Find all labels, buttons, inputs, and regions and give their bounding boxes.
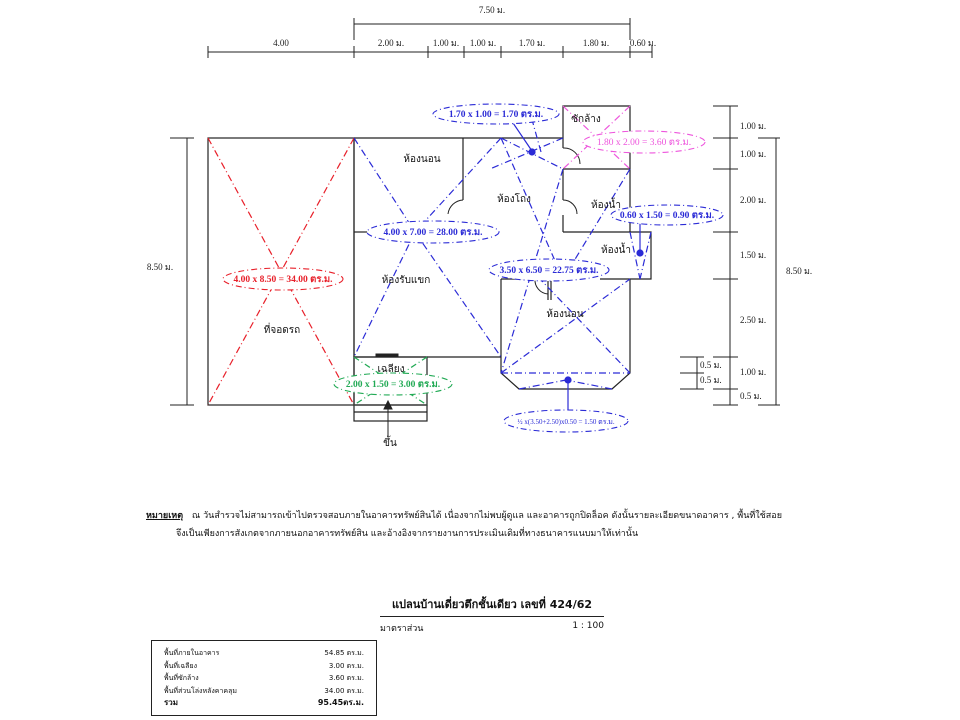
summary-row: พื้นที่ซักล้าง 3.60 ตร.ม. (164, 672, 364, 685)
area-ellipse-main (366, 220, 500, 244)
dim-top-seg: 4.00 (273, 38, 289, 48)
summary-value: 3.00 ตร.ม. (328, 661, 364, 670)
area-ellipse-carport (222, 267, 344, 291)
remarks-note: หมายเหตุ ณ วันสำรวจไม่สามารถเข้าไปตรวจสอ… (146, 507, 846, 543)
dim-right-overall: 8.50 ม. (786, 266, 812, 276)
room-bathroom-1: ห้องน้ำ (591, 197, 621, 211)
remarks-line-2: จึงเป็นเพียงการสังเกตจากภายนอกอาคารทรัพย… (176, 529, 639, 539)
dim-top-seg: 0.60 ม. (630, 38, 656, 48)
summary-value: 54.85 ตร.ม. (324, 649, 364, 657)
floor-plan: 7.50 ม. 4.00 2.00 ม. 1.00 ม. 1.00 ม. 1.7… (147, 5, 812, 449)
top-dimension-lines (207, 18, 653, 58)
summary-row: พื้นที่ภายในอาคาร 54.85 ตร.ม. (164, 647, 364, 660)
dim-right-seg: 1.00 ม. (740, 367, 766, 377)
leader-lines (510, 119, 644, 411)
remarks-label: หมายเหตุ (146, 511, 184, 521)
dim-top-overall: 7.50 ม. (479, 5, 505, 15)
summary-value: 34.00 ตร.ม. (324, 686, 364, 695)
dim-right-seg: 2.00 ม. (740, 195, 766, 205)
entry-label: ขึ้น (383, 435, 397, 449)
area-label-hall: 1.70 x 1.00 = 1.70 ตร.ม. (449, 110, 543, 120)
area-label-bedroom: 3.50 x 6.50 = 22.75 ตร.ม. (500, 266, 599, 276)
right-dimension-lines (680, 105, 780, 406)
summary-value: 3.60 ตร.ม. (328, 674, 364, 682)
dim-right-seg: 1.50 ม. (740, 250, 766, 260)
room-laundry: ซักล้าง (571, 113, 601, 125)
area-label-carport: 4.00 x 8.50 = 34.00 ตร.ม. (234, 275, 333, 285)
summary-row: พื้นที่เฉลียง 3.00 ตร.ม. (164, 660, 364, 673)
room-porch: เฉลียง (377, 363, 404, 375)
area-label-porch: 2.00 x 1.50 = 3.00 ตร.ม. (346, 380, 440, 390)
area-ellipse-bedroom (488, 258, 610, 282)
title-block: แปลนบ้านเดี่ยวตึกชั้นเดียว เลขที่ 424/62… (380, 595, 604, 635)
room-living: ห้องรับแขก (382, 274, 431, 286)
entry-arrow (375, 353, 399, 437)
area-ellipse-hall (432, 103, 560, 125)
area-label-main: 4.00 x 7.00 = 28.00 ตร.ม. (384, 228, 483, 238)
dim-right-seg: 1.00 ม. (740, 149, 766, 159)
scale-row: มาตราส่วน 1 : 100 (380, 617, 604, 635)
area-ellipse-bath (610, 204, 724, 226)
area-summary-box: พื้นที่ภายในอาคาร 54.85 ตร.ม. พื้นที่เฉล… (151, 640, 377, 716)
room-carport: ที่จอดรถ (264, 322, 300, 336)
dim-top-seg: 1.00 ม. (470, 38, 496, 48)
plan-title: แปลนบ้านเดี่ยวตึกชั้นเดียว เลขที่ 424/62 (380, 595, 604, 617)
summary-total-value: 95.45ตร.ม. (317, 698, 364, 707)
summary-label: พื้นที่เฉลียง (164, 661, 197, 670)
dim-top-seg: 2.00 ม. (378, 38, 404, 48)
room-bedroom-2: ห้องนอน (546, 308, 583, 320)
summary-label: พื้นที่ซักล้าง (164, 674, 199, 682)
dim-top-seg: 1.80 ม. (583, 38, 609, 48)
room-hall: ห้องโถง (497, 192, 531, 205)
scale-value: 1 : 100 (572, 621, 604, 631)
dim-right-small: 0.5 ม. (700, 375, 722, 385)
area-ellipse-porch (333, 372, 453, 396)
area-lines-red (207, 137, 355, 406)
room-bathroom-2: ห้องน้ำ (601, 242, 631, 256)
area-label-trapezoid: ½ x(3.50+2.50)x0.50 = 1.50 ตร.ม. (517, 418, 614, 426)
door-swings (447, 147, 581, 295)
scale-label: มาตราส่วน (380, 624, 424, 634)
area-ellipse-laundry (582, 130, 706, 154)
summary-total-row: รวม 95.45ตร.ม. (164, 697, 364, 710)
summary-label: พื้นที่ภายในอาคาร (164, 649, 220, 657)
left-dimension-line (170, 137, 194, 406)
room-bedroom-1: ห้องนอน (403, 153, 440, 165)
dim-right-small: 0.5 ม. (700, 360, 722, 370)
dim-right-seg: 2.50 ม. (740, 315, 766, 325)
area-label-laundry: 1.80 x 2.00 = 3.60 ตร.ม. (597, 138, 691, 148)
dim-top-seg: 1.70 ม. (519, 38, 545, 48)
area-label-bath: 0.60 x 1.50 = 0.90 ตร.ม. (620, 211, 714, 221)
summary-row: พื้นที่ส่วนโล่งหลังคาคลุม 34.00 ตร.ม. (164, 685, 364, 698)
remarks-line-1: ณ วันสำรวจไม่สามารถเข้าไปตรวจสอบภายในอาค… (191, 511, 782, 521)
dim-right-seg: 1.00 ม. (740, 121, 766, 131)
dim-left-overall: 8.50 ม. (147, 262, 173, 272)
dim-right-seg: 0.5 ม. (740, 391, 762, 401)
dim-top-seg: 1.00 ม. (433, 38, 459, 48)
area-ellipse-trapezoid (503, 409, 629, 433)
summary-total-label: รวม (164, 698, 179, 707)
summary-label: พื้นที่ส่วนโล่งหลังคาคลุม (164, 686, 237, 695)
